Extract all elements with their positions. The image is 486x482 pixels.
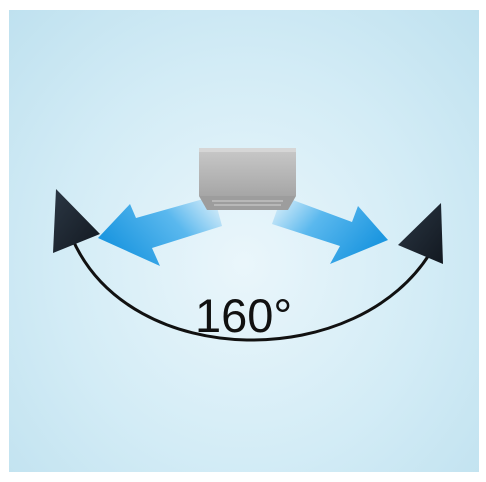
angle-label: 160°: [195, 286, 305, 346]
ceiling-cassette-unit-icon: [199, 148, 296, 210]
triangle-pointer-left-icon: [53, 189, 100, 253]
triangle-pointer-right-icon: [398, 203, 443, 264]
airflow-arrow-left-icon: [98, 196, 222, 266]
